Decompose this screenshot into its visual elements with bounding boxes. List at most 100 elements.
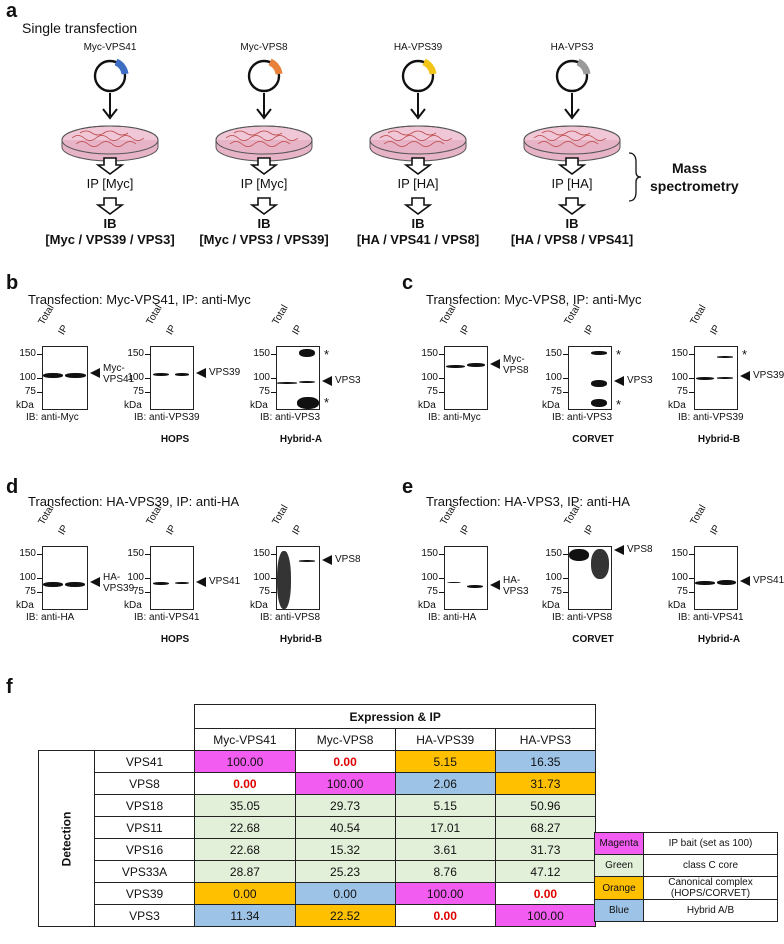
kda-unit-label: kDa: [124, 600, 142, 611]
blot-image: [150, 346, 194, 410]
complex-category-label: Hybrid-B: [279, 634, 323, 645]
row-header: VPS33A: [93, 860, 196, 883]
kda-tick-mark: [271, 392, 276, 393]
lane-label-total: Total: [688, 303, 709, 327]
band-arrow-icon: [614, 545, 624, 555]
ib-label: IB: [103, 216, 117, 231]
kda-tick-mark: [689, 592, 694, 593]
kda-tick-mark: [439, 392, 444, 393]
lane-label-total: Total: [688, 503, 709, 527]
column-header: HA-VPS39: [394, 728, 496, 751]
detection-label: Detection: [59, 811, 74, 866]
kda-tick-label: 100: [421, 572, 438, 583]
legend-color-name: Orange: [594, 876, 644, 900]
kda-tick-mark: [563, 392, 568, 393]
table-cell: 47.12: [494, 860, 597, 883]
kda-tick-label: 100: [253, 572, 270, 583]
row-group-label: Detection: [38, 750, 95, 927]
band-label: VPS39: [209, 367, 241, 378]
table-cell: 100.00: [394, 882, 496, 905]
construct-schematic: [215, 58, 313, 215]
band-arrow-icon: [490, 359, 500, 369]
construct-schematic: [523, 58, 621, 215]
kda-tick-mark: [563, 354, 568, 355]
table-cell: 68.27: [494, 816, 597, 839]
kda-tick-label: 100: [545, 372, 562, 383]
band-arrow-icon: [740, 576, 750, 586]
table-cell: 5.15: [394, 750, 496, 773]
band-label: Myc- VPS41: [103, 363, 135, 385]
lane-label-ip: IP: [708, 323, 723, 337]
plasmid-icon: [401, 58, 437, 93]
lane-label-ip: IP: [56, 523, 71, 537]
panel-label-a: a: [6, 0, 18, 22]
protein-band: [591, 399, 607, 407]
lane-label-total: Total: [270, 503, 291, 527]
protein-band: [717, 580, 736, 585]
kda-tick-label: 100: [19, 572, 36, 583]
kda-tick-mark: [271, 378, 276, 379]
down-arrow-icon: [102, 93, 118, 120]
blot-image: [568, 546, 612, 610]
lane-label-ip: IP: [56, 323, 71, 337]
kda-tick-label: 150: [253, 548, 270, 559]
legend-description: Hybrid A/B: [643, 899, 778, 922]
lane-label-ip: IP: [582, 323, 597, 337]
kda-tick-label: 150: [127, 348, 144, 359]
ib-antibody-label: IB: anti-Myc: [26, 412, 79, 423]
kda-tick-mark: [689, 378, 694, 379]
hollow-arrow-icon: [403, 157, 433, 175]
protein-band: [65, 373, 86, 378]
down-arrow-icon: [256, 93, 272, 120]
table-cell: 22.68: [194, 816, 296, 839]
kda-unit-label: kDa: [418, 600, 436, 611]
blot-image: [568, 346, 612, 410]
table-cell: 8.76: [394, 860, 496, 883]
kda-tick-label: 75: [550, 586, 562, 597]
table-cell: 31.73: [494, 838, 597, 861]
kda-tick-mark: [37, 354, 42, 355]
table-cell: 11.34: [194, 904, 296, 927]
panel-b-title: Transfection: Myc-VPS41, IP: anti-Myc: [28, 292, 251, 307]
kda-tick-mark: [563, 578, 568, 579]
band-arrow-icon: [90, 577, 100, 587]
table-cell: 16.35: [494, 750, 597, 773]
ib-antibody-label: IB: anti-VPS3: [260, 412, 321, 423]
band-label: VPS8: [335, 554, 361, 565]
kda-tick-mark: [439, 378, 444, 379]
construct-schematic: [369, 58, 467, 215]
table-cell: 100.00: [194, 750, 296, 773]
kda-tick-label: 75: [132, 386, 144, 397]
ib-antibody-label: IB: anti-Myc: [428, 412, 481, 423]
ib-targets-label: [Myc / VPS39 / VPS3]: [45, 232, 175, 247]
table-cell: 2.06: [394, 772, 496, 795]
band-label: HA- VPS3: [503, 575, 529, 597]
table-cell: 15.32: [294, 838, 396, 861]
kda-tick-mark: [689, 354, 694, 355]
kda-tick-label: 75: [258, 386, 270, 397]
band-arrow-icon: [196, 577, 206, 587]
row-header: VPS41: [93, 750, 196, 773]
blot-image: [150, 546, 194, 610]
table-cell: 28.87: [194, 860, 296, 883]
protein-band: [695, 581, 715, 585]
kda-tick-label: 75: [426, 586, 438, 597]
table-cell: 5.15: [394, 794, 496, 817]
row-header: VPS8: [93, 772, 196, 795]
table-cell: 31.73: [494, 772, 597, 795]
ib-antibody-label: IB: anti-VPS8: [552, 612, 613, 623]
kda-tick-label: 75: [258, 586, 270, 597]
legend-description: Canonical complex (HOPS/CORVET): [643, 876, 778, 900]
table-cell: 25.23: [294, 860, 396, 883]
row-header: VPS18: [93, 794, 196, 817]
kda-tick-label: 100: [671, 372, 688, 383]
kda-tick-label: 150: [19, 548, 36, 559]
kda-unit-label: kDa: [542, 400, 560, 411]
protein-band: [153, 582, 169, 585]
kda-tick-mark: [689, 578, 694, 579]
ib-label: IB: [257, 216, 271, 231]
kda-tick-mark: [563, 554, 568, 555]
table-cell: 100.00: [494, 904, 597, 927]
